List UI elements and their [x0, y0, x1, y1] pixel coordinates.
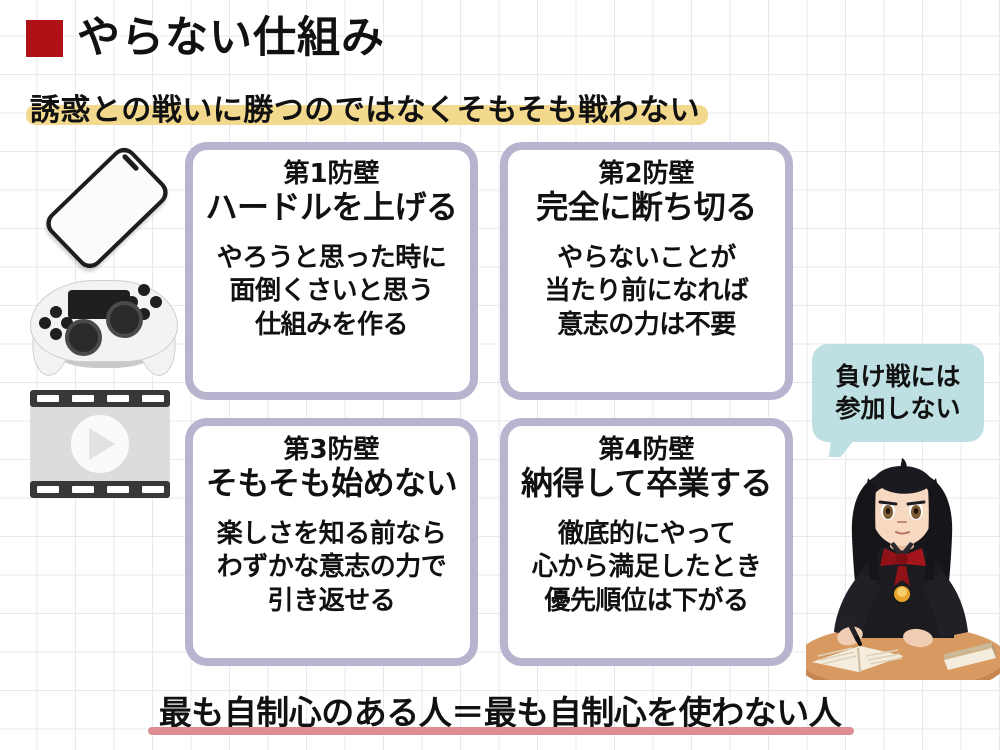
card-3-body-line-3: 引き返せる [267, 585, 396, 616]
card-3-body: 楽しさを知る前なら わずかな意志の力で 引き返せる [193, 518, 470, 618]
footer-underline [148, 727, 854, 735]
card-1-body-line-1: やろうと思った時に [216, 243, 447, 274]
distraction-icon-column [22, 142, 182, 516]
card-1-body: やろうと思った時に 面倒くさいと思う 仕組みを作る [193, 242, 470, 342]
footer-text: 最も自制心のある人＝最も自制心を使わない人 [158, 693, 842, 732]
subtitle: 誘惑との戦いに勝つのではなくそもそも戦わない [26, 86, 709, 128]
card-1-body-line-2: 面倒くさいと思う [229, 276, 434, 307]
card-3-heading: そもそも始めない [205, 464, 458, 503]
studying-girl-illustration [806, 458, 1000, 680]
card-4-body-line-1: 徹底的にやって [557, 519, 736, 550]
speech-bubble-line-1: 負け戦には [835, 361, 961, 391]
card-wall-3: 第3防壁 そもそも始めない 楽しさを知る前なら わずかな意志の力で 引き返せる [185, 418, 478, 666]
card-2-body-line-2: 当たり前になれば [544, 276, 749, 307]
card-2-body-line-1: やらないことが [557, 243, 736, 274]
card-wall-1: 第1防壁 ハードルを上げる やろうと思った時に 面倒くさいと思う 仕組みを作る [185, 142, 478, 400]
card-3-body-line-1: 楽しさを知る前なら [216, 519, 447, 550]
footer: 最も自制心のある人＝最も自制心を使わない人 [0, 686, 1000, 734]
card-wall-2: 第2防壁 完全に断ち切る やらないことが 当たり前になれば 意志の力は不要 [500, 142, 793, 400]
card-4-body-line-2: 心から満足したとき [531, 552, 762, 583]
title-marker-square [26, 20, 63, 57]
card-4-heading: 納得して卒業する [520, 464, 773, 503]
card-1-heading: ハードルを上げる [205, 188, 458, 227]
smartphone-icon [40, 142, 178, 274]
card-3-label: 第3防壁 [283, 435, 380, 465]
card-wall-4: 第4防壁 納得して卒業する 徹底的にやって 心から満足したとき 優先順位は下がる [500, 418, 793, 666]
video-film-strip-icon [30, 390, 170, 498]
title-text: やらない仕組み [77, 13, 385, 63]
page-title: やらない仕組み [26, 17, 385, 60]
subtitle-highlight [26, 105, 709, 125]
speech-bubble-line-2: 参加しない [835, 394, 961, 423]
card-2-body-line-3: 意志の力は不要 [557, 309, 736, 340]
card-4-body-line-3: 優先順位は下がる [544, 585, 749, 616]
card-4-label: 第4防壁 [598, 435, 695, 465]
card-4-body: 徹底的にやって 心から満足したとき 優先順位は下がる [508, 518, 785, 618]
card-1-label: 第1防壁 [283, 159, 380, 189]
game-controller-icon [27, 270, 181, 380]
card-3-body-line-2: わずかな意志の力で [216, 552, 447, 583]
card-2-body: やらないことが 当たり前になれば 意志の力は不要 [508, 242, 785, 342]
speech-bubble: 負け戦には 参加しない [812, 344, 984, 457]
card-2-heading: 完全に断ち切る [536, 188, 757, 227]
subtitle-text: 誘惑との戦いに勝つのではなくそもそも戦わない [30, 93, 701, 128]
card-2-label: 第2防壁 [598, 159, 695, 189]
card-1-body-line-3: 仕組みを作る [254, 309, 409, 340]
